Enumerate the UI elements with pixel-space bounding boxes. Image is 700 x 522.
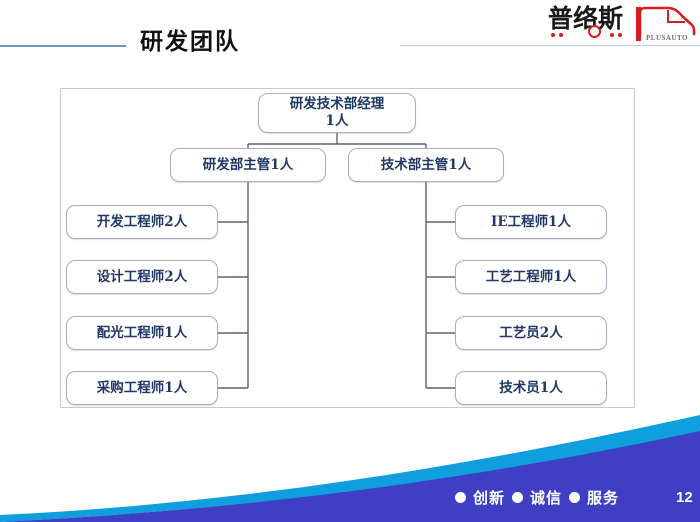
org-node-left-4[interactable]: 采购工程师1人 [66, 371, 218, 405]
org-node-right-4[interactable]: 技术员1人 [455, 371, 607, 405]
logo-subtext: PLUSAUTO [646, 34, 688, 42]
slide-header: 研发团队 普络斯 PLUSAUTO [0, 0, 700, 62]
header-rule-left [0, 45, 126, 47]
truck-outline-icon [638, 6, 696, 36]
org-node-right-2[interactable]: 工艺工程师1人 [455, 260, 607, 294]
tagline-word-2: 诚信 [530, 489, 563, 507]
bullet-dot-icon [512, 492, 524, 503]
orgchart-frame [60, 88, 635, 408]
org-node-left-1[interactable]: 开发工程师2人 [66, 205, 218, 239]
tagline-word-1: 创新 [473, 489, 506, 507]
bullet-dot-icon [455, 492, 466, 503]
swoosh-dark-icon [0, 431, 700, 522]
footer-decorative-swoosh [0, 415, 700, 522]
company-logo: 普络斯 PLUSAUTO [548, 3, 696, 45]
swoosh-light-icon [0, 415, 700, 522]
logo-accent-dot-icon [618, 33, 622, 37]
org-node-supervisor-tech[interactable]: 技术部主管1人 [348, 148, 504, 182]
org-node-left-2[interactable]: 设计工程师2人 [66, 260, 218, 294]
org-node-left-3[interactable]: 配光工程师1人 [66, 316, 218, 350]
org-node-right-1[interactable]: IE工程师1人 [455, 205, 607, 239]
org-node-right-3[interactable]: 工艺员2人 [455, 316, 607, 350]
logo-accent-dot-icon [610, 33, 614, 37]
logo-wordmark: 普络斯 [548, 4, 624, 33]
page-number: 12 [676, 489, 693, 506]
logo-ring-icon [588, 25, 601, 38]
page-title: 研发团队 [140, 28, 240, 55]
org-node-manager[interactable]: 研发技术部经理 1人 [258, 93, 416, 133]
logo-red-bar-icon [636, 7, 641, 41]
logo-accent-dot-icon [551, 33, 555, 37]
footer-tagline: 创新 诚信 服务 [455, 487, 619, 508]
logo-accent-dot-icon [559, 33, 563, 37]
header-rule-right [400, 45, 700, 46]
bullet-dot-icon [569, 492, 581, 503]
tagline-word-3: 服务 [587, 489, 620, 507]
org-node-supervisor-rd[interactable]: 研发部主管1人 [170, 148, 326, 182]
